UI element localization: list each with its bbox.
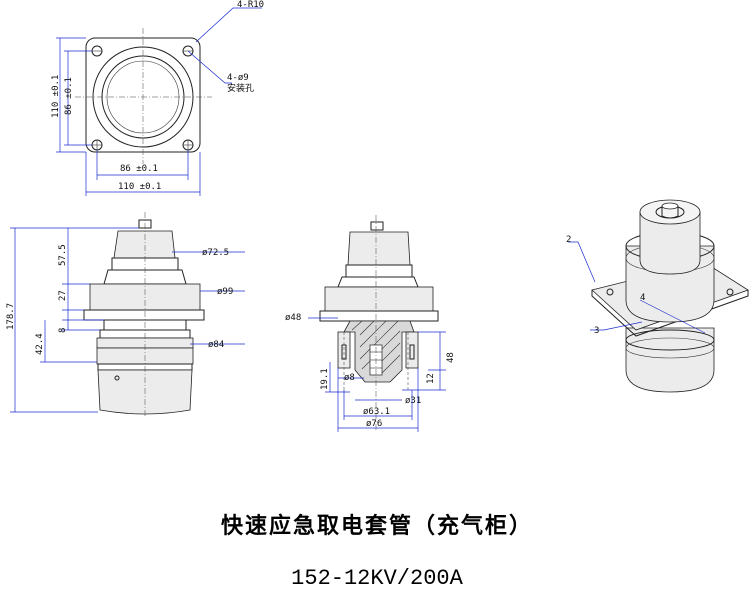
iso-view: 2 3 4 <box>566 199 749 393</box>
holes-label: 4-ø9 <box>227 73 249 83</box>
corner-radius-label: 4-R10 <box>237 0 264 10</box>
h-bottom-label: 19.1 <box>320 368 330 390</box>
callout-4: 4 <box>640 293 645 303</box>
h-top-label: 57.5 <box>58 244 68 266</box>
d-63-label: ø63.1 <box>363 407 390 417</box>
h-lower-label: 42.4 <box>35 333 45 355</box>
d-top-label: ø72.5 <box>202 248 229 258</box>
callout-3: 3 <box>594 326 599 336</box>
d-body-label: ø84 <box>208 340 224 350</box>
section-view: ø48 ø8 19.1 48 12 ø31 ø63.1 ø76 <box>285 215 456 432</box>
d-76-label: ø76 <box>366 419 382 429</box>
side-view: ø72.5 ø99 ø84 178.7 57.5 27 8 42.4 <box>6 212 245 418</box>
d-flange-label: ø99 <box>217 287 233 297</box>
inner-width-label: 86 ±0.1 <box>120 164 158 174</box>
h-small-label: 12 <box>426 373 436 384</box>
d-left-label: ø48 <box>285 313 301 323</box>
inner-height-label: 86 ±0.1 <box>64 77 74 115</box>
top-view: 4-R10 4-ø9 安装孔 86 ±0.1 110 ±0.1 110 ±0.1… <box>51 0 264 196</box>
d-31-label: ø31 <box>405 396 421 406</box>
holes-note-label: 安装孔 <box>227 82 254 94</box>
outer-height-label: 110 ±0.1 <box>51 75 61 118</box>
product-model: 152-12KV/200A <box>291 566 463 591</box>
callout-2: 2 <box>566 235 571 245</box>
h-flange-label: 27 <box>58 290 68 301</box>
outer-width-label: 110 ±0.1 <box>118 182 161 192</box>
product-title: 快速应急取电套管（充气柜） <box>220 513 533 539</box>
h-thin-label: 8 <box>58 328 68 333</box>
h-right-label: 48 <box>446 352 456 363</box>
d-hole-label: ø8 <box>344 373 355 383</box>
total-height-label: 178.7 <box>6 303 16 330</box>
